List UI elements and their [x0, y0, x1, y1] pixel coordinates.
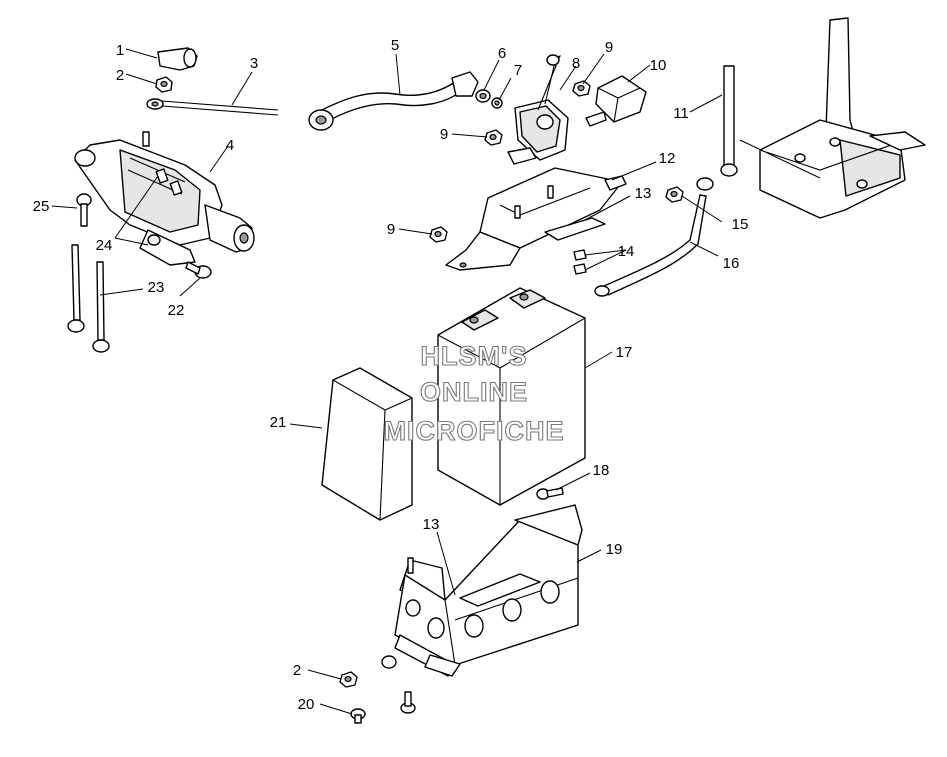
- watermark-line-1: HLSM'S: [421, 341, 528, 371]
- callout-12: 12: [659, 150, 676, 167]
- callout-9-mid: 9: [440, 126, 448, 143]
- part-12-battery-bracket: [445, 167, 627, 271]
- callout-3: 3: [250, 55, 258, 72]
- part-18-screw: [536, 487, 564, 500]
- part-16-ground-cable: [594, 177, 714, 297]
- callout-17: 17: [616, 344, 633, 361]
- callout-23: 23: [148, 279, 165, 296]
- part-8-solenoid: [507, 54, 569, 165]
- callout-13-top: 13: [635, 185, 652, 202]
- part-9-nut-b: [484, 129, 503, 146]
- callout-7: 7: [514, 62, 522, 79]
- callout-13-lower: 13: [423, 516, 440, 533]
- part-17-battery: [437, 287, 586, 506]
- callout-21: 21: [270, 414, 287, 431]
- watermark-line-2: ONLINE: [420, 377, 528, 407]
- part-13-pad-top: [544, 217, 606, 241]
- part-9-nut-a: [572, 80, 591, 97]
- callout-14: 14: [618, 243, 635, 260]
- callout-4: 4: [226, 137, 234, 154]
- part-7-washer: [491, 97, 503, 109]
- part-5-battery-cable: [308, 71, 479, 131]
- part-23-cable-ties: [67, 244, 110, 353]
- callout-2-top: 2: [116, 67, 124, 84]
- callout-19: 19: [606, 541, 623, 558]
- part-11-frame: [720, 17, 926, 219]
- callout-5: 5: [391, 37, 399, 54]
- watermark-line-3: MICROFICHE: [384, 416, 565, 446]
- part-13-pad-lower: [459, 573, 541, 607]
- part-20-bolts: [350, 691, 416, 724]
- part-15-nut: [665, 186, 684, 203]
- part-21-foam-block: [321, 367, 413, 521]
- part-2-nut-top: [155, 76, 173, 93]
- callout-6: 6: [498, 45, 506, 62]
- part-14-bolts: [573, 249, 587, 275]
- callout-22: 22: [168, 302, 185, 319]
- part-22-bolt: [185, 261, 212, 279]
- callout-25: 25: [33, 198, 50, 215]
- callout-numbers: 1 2 3 4 5 6 7 8 9 10 9 11 12 13 9 14 15 …: [33, 37, 749, 713]
- part-2-nut-lower: [339, 671, 358, 688]
- part-25-bolt: [76, 193, 92, 227]
- callout-9-lower: 9: [387, 221, 395, 238]
- callout-9-top: 9: [605, 39, 613, 56]
- part-4-starter-motor: [74, 131, 255, 266]
- part-9-nut-c: [429, 226, 448, 243]
- callout-15: 15: [732, 216, 749, 233]
- callout-8: 8: [572, 55, 580, 72]
- part-3-cable: [146, 98, 279, 116]
- callout-2-lower: 2: [293, 662, 301, 679]
- callout-10: 10: [650, 57, 667, 74]
- part-1-terminal-boot: [157, 47, 198, 71]
- callout-11: 11: [673, 105, 689, 122]
- callout-1: 1: [116, 42, 124, 59]
- leader-lines: [51, 48, 723, 715]
- callout-24: 24: [96, 237, 113, 254]
- part-6-washer: [475, 89, 491, 103]
- callout-20: 20: [298, 696, 315, 713]
- watermark: HLSM'S ONLINE MICROFICHE: [383, 340, 565, 446]
- callout-16: 16: [723, 255, 740, 272]
- callout-18: 18: [593, 462, 610, 479]
- part-10-relay: [585, 75, 647, 127]
